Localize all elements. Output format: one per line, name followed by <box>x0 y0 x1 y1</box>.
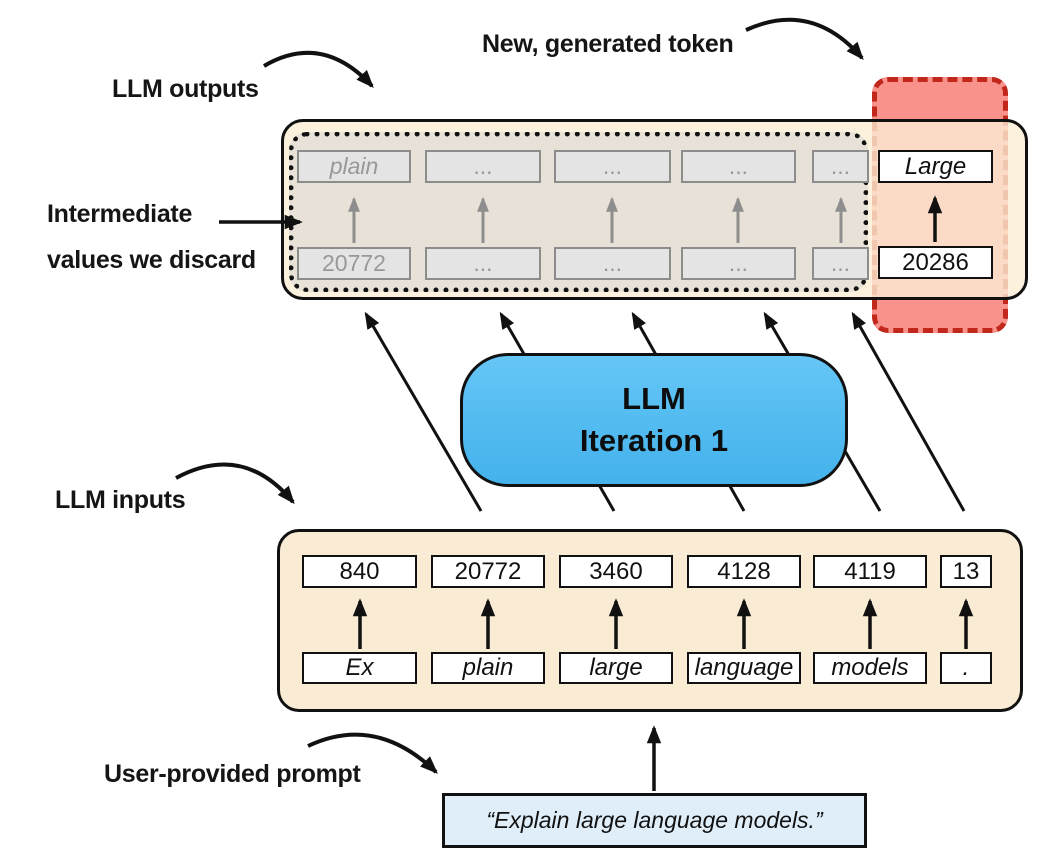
llm-outputs-label: LLM outputs <box>112 75 259 103</box>
output-id-box: ... <box>554 247 671 280</box>
output-id-label: 20772 <box>322 250 386 276</box>
new-generated-token-label: New, generated token <box>482 30 734 58</box>
output-token-box: ... <box>554 150 671 183</box>
input-token-label: language <box>694 654 794 681</box>
output-token-label: ... <box>830 153 851 179</box>
output-id-label: ... <box>602 250 623 276</box>
input-token-label: Ex <box>345 654 374 681</box>
llm-iteration-box: LLM Iteration 1 <box>460 353 848 487</box>
input-token-box: language <box>687 652 801 684</box>
input-id-box: 13 <box>940 555 992 588</box>
input-id-label: 3460 <box>589 557 643 585</box>
llm-box-line2: Iteration 1 <box>579 423 729 458</box>
llm-box-line1: LLM <box>622 381 686 416</box>
input-token-label: models <box>831 654 909 681</box>
output-id-box: ... <box>812 247 869 280</box>
input-token-box: . <box>940 652 992 684</box>
input-id-box: 840 <box>302 555 417 588</box>
generated-token-id-box: 20286 <box>878 246 993 279</box>
generated-token-id-label: 20286 <box>902 248 969 276</box>
intermediate-values-line2: values we discard <box>47 246 256 274</box>
input-id-label: 20772 <box>454 557 522 585</box>
input-id-label: 4128 <box>717 557 771 585</box>
user-prompt-box: “Explain large language models.” <box>442 793 867 848</box>
output-token-box: ... <box>681 150 796 183</box>
user-provided-prompt-label: User-provided prompt <box>104 760 361 788</box>
input-token-box: Ex <box>302 652 417 684</box>
output-token-label: plain <box>329 153 379 179</box>
output-id-label: ... <box>728 250 749 276</box>
input-id-label: 4119 <box>844 557 896 585</box>
input-token-box: plain <box>431 652 545 684</box>
intermediate-values-line1: Intermediate <box>47 200 193 228</box>
input-id-box: 4119 <box>813 555 927 588</box>
input-id-box: 20772 <box>431 555 545 588</box>
output-token-label: ... <box>602 153 623 179</box>
input-id-label: 840 <box>339 557 380 585</box>
output-token-box: plain <box>297 150 411 183</box>
output-id-box: ... <box>425 247 541 280</box>
llm-inputs-label: LLM inputs <box>55 486 186 514</box>
user-prompt-text: “Explain large language models.” <box>486 807 823 833</box>
intermediate-values-label: Intermediate values we discard <box>47 191 256 283</box>
llm-outputs-curved-arrow <box>262 50 374 88</box>
output-id-label: ... <box>473 250 493 276</box>
input-token-box: models <box>813 652 927 684</box>
input-token-box: large <box>559 652 673 684</box>
input-token-label: plain <box>462 654 514 681</box>
input-id-box: 3460 <box>559 555 673 588</box>
generated-token-box: Large <box>878 150 993 183</box>
output-id-box: ... <box>681 247 796 280</box>
input-token-label: . <box>962 654 970 681</box>
generated-token-label: Large <box>904 152 967 180</box>
new-token-curved-arrow <box>745 17 864 61</box>
output-token-box: ... <box>425 150 541 183</box>
output-id-label: ... <box>830 250 851 276</box>
input-to-output-arrow <box>851 311 966 512</box>
input-id-box: 4128 <box>687 555 801 588</box>
input-id-label: 13 <box>952 557 980 585</box>
output-id-box: 20772 <box>297 247 411 280</box>
llm-inputs-curved-arrow <box>175 462 295 505</box>
output-token-label: ... <box>728 153 749 179</box>
output-token-box: ... <box>812 150 869 183</box>
output-token-label: ... <box>473 153 493 179</box>
input-token-label: large <box>589 654 643 681</box>
